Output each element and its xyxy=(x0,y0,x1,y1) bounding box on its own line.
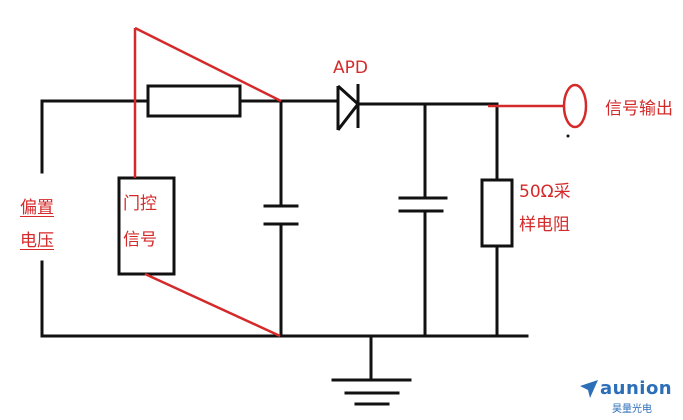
sampling-resistor-label-2: 样电阻 xyxy=(519,215,570,235)
signal-output-label: 信号输出 xyxy=(605,99,673,119)
logo-subtitle: 昊量光电 xyxy=(612,404,652,415)
sampling-resistor xyxy=(480,178,514,248)
gate-signal-label-2: 信号 xyxy=(123,230,157,250)
output-terminal xyxy=(562,83,588,129)
gate-line-bottom xyxy=(144,272,281,338)
bias-voltage-label-2: 电压 xyxy=(20,231,54,251)
gate-signal-box xyxy=(117,176,176,276)
output-dot xyxy=(566,134,570,138)
logo-name: aunion xyxy=(600,378,673,399)
sampling-resistor-label-1: 50Ω采 xyxy=(519,182,571,202)
aunion-logo-icon xyxy=(580,380,598,398)
apd-label: APD xyxy=(333,58,368,78)
bias-voltage-label-1: 偏置 xyxy=(20,198,54,218)
series-resistor xyxy=(146,84,242,118)
gate-line-top xyxy=(134,26,282,103)
gate-signal-label-1: 门控 xyxy=(123,194,157,214)
apd-diode xyxy=(336,84,361,131)
aunion-logo: aunion 昊量光电 xyxy=(578,378,678,418)
